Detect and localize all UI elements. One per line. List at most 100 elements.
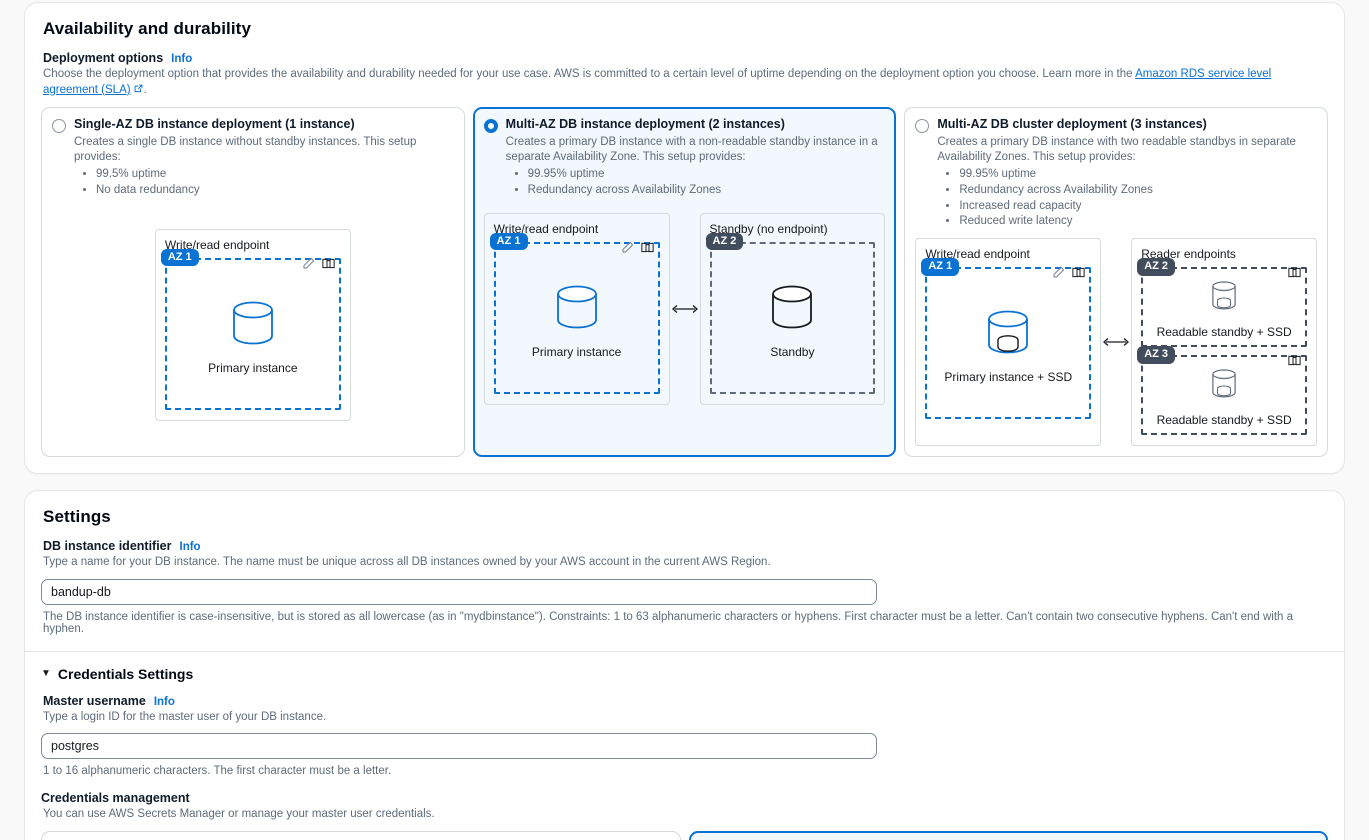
deployment-option-multi-az-cluster[interactable]: Multi-AZ DB cluster deployment (3 instan…	[904, 107, 1329, 458]
master-username-label: Master username	[43, 693, 146, 708]
master-username-info-link[interactable]: Info	[153, 695, 175, 708]
multi-az-cluster-title: Multi-AZ DB cluster deployment (3 instan…	[937, 117, 1207, 132]
settings-block: Settings DB instance identifier Info Typ…	[25, 491, 1344, 651]
multi-az-cluster-description: Creates a primary DB instance with two r…	[937, 136, 1296, 164]
credentials-management-group: Credentials management You can use AWS S…	[41, 791, 1328, 840]
primary-instance-node: Primary instance	[175, 298, 331, 375]
credentials-option-self-managed[interactable]: Self managed Create your own password or…	[688, 830, 1328, 840]
standby-endpoint-panel: Standby (no endpoint) AZ 2 S	[699, 212, 886, 405]
credentials-management-label: Credentials management	[41, 791, 190, 806]
db-identifier-input[interactable]	[41, 578, 877, 605]
deployment-options-label: Deployment options	[43, 51, 164, 65]
list-item: Reduced write latency	[959, 214, 1317, 230]
az2-badge: AZ 2	[705, 232, 744, 251]
endpoint-title: Write/read endpoint	[493, 221, 599, 236]
sla-link[interactable]: Amazon RDS service level agreement (SLA)	[43, 68, 1272, 96]
reader-capability-icons	[1287, 265, 1302, 285]
primary-instance-node: Primary instance	[504, 282, 650, 359]
az1-box: AZ 1	[489, 232, 660, 394]
readable-standby-node: Readable standby + SSD	[1151, 366, 1297, 427]
database-cylinder-icon	[766, 282, 818, 343]
deployment-info-link[interactable]: Info	[171, 53, 193, 65]
single-az-radio[interactable]	[52, 119, 66, 134]
multi-az-cluster-body: Creates a primary DB instance with two r…	[937, 135, 1317, 230]
read-book-icon	[1071, 265, 1086, 285]
standby-instance-node: Standby	[720, 282, 866, 359]
single-az-bullets: 99.5% uptime No data redundancy	[74, 167, 454, 199]
multi-az-cluster-bullets: 99.95% uptime Redundancy across Availabi…	[937, 167, 1317, 230]
db-identifier-description: Type a name for your DB instance. The na…	[43, 556, 771, 569]
readable-standby-label: Readable standby + SSD	[1156, 325, 1292, 340]
deployment-options-description: Choose the deployment option that provid…	[43, 67, 1328, 99]
db-identifier-label: DB instance identifier	[43, 539, 172, 554]
read-book-icon	[640, 240, 655, 260]
external-link-icon	[133, 83, 144, 100]
master-username-constraint: 1 to 16 alphanumeric characters. The fir…	[43, 765, 392, 778]
write-pencil-icon	[301, 256, 316, 276]
master-username-label-row: Master username Info	[43, 694, 1328, 708]
master-username-description: Type a login ID for the master user of y…	[43, 710, 327, 723]
multi-az-cluster-diagram: Write/read endpoint AZ 1	[915, 238, 1318, 447]
az3-badge: AZ 3	[1137, 346, 1176, 365]
credentials-option-secrets-manager[interactable]: Managed in AWS Secrets Manager - most se…	[41, 830, 681, 840]
primary-instance-ssd-node: Primary instance + SSD	[935, 307, 1081, 384]
credentials-settings-block: ▼ Credentials Settings Master username I…	[25, 652, 1344, 840]
write-pencil-icon	[1051, 265, 1066, 285]
az3-reader-box: AZ 3	[1137, 346, 1308, 436]
endpoint-title: Standby (no endpoint)	[709, 221, 828, 236]
endpoint-title: Reader endpoints	[1141, 247, 1236, 262]
settings-panel: Settings DB instance identifier Info Typ…	[24, 490, 1345, 840]
master-username-input[interactable]	[41, 733, 877, 760]
database-cylinder-icon	[227, 298, 279, 359]
write-read-endpoint-panel: Write/read endpoint AZ 1	[483, 212, 670, 405]
primary-instance-ssd-label: Primary instance + SSD	[944, 370, 1073, 385]
multi-az-instance-bullets: 99.95% uptime Redundancy across Availabi…	[506, 167, 886, 199]
credentials-settings-header[interactable]: ▼ Credentials Settings	[41, 666, 1328, 682]
database-ssd-cylinder-icon	[1207, 278, 1241, 323]
credentials-management-options: Managed in AWS Secrets Manager - most se…	[41, 830, 1328, 840]
settings-divider	[25, 650, 1344, 652]
deployment-options-row: Single-AZ DB instance deployment (1 inst…	[41, 107, 1329, 458]
db-identifier-constraint: The DB instance identifier is case-insen…	[43, 610, 1294, 635]
database-cylinder-icon	[551, 282, 603, 343]
read-book-icon	[1287, 353, 1302, 373]
multi-az-instance-diagram: Write/read endpoint AZ 1	[483, 212, 886, 405]
database-ssd-cylinder-icon	[1207, 366, 1241, 411]
az2-badge: AZ 2	[1137, 258, 1176, 277]
availability-durability-panel: Availability and durability Deployment o…	[24, 2, 1345, 475]
deployment-options-label-row: Deployment options Info	[43, 51, 1328, 65]
multi-az-instance-radio[interactable]	[483, 119, 498, 134]
list-item: Redundancy across Availability Zones	[528, 183, 886, 199]
az2-box: AZ 2 Standby	[705, 232, 876, 394]
deployment-desc-text: Choose the deployment option that provid…	[43, 68, 1136, 80]
read-book-icon	[1287, 265, 1302, 285]
endpoint-title: Write/read endpoint	[925, 247, 1030, 262]
deployment-option-single-az[interactable]: Single-AZ DB instance deployment (1 inst…	[41, 107, 465, 458]
chevron-down-icon[interactable]: ▼	[41, 668, 51, 680]
reader-capability-icons	[1287, 353, 1302, 373]
az1-box: AZ 1	[921, 258, 1092, 420]
list-item: No data redundancy	[96, 183, 454, 199]
single-az-diagram: Write/read endpoint AZ 1	[52, 228, 454, 421]
multi-az-instance-header: Multi-AZ DB instance deployment (2 insta…	[483, 117, 886, 134]
endpoint-capability-icons	[301, 256, 336, 276]
settings-title: Settings	[43, 507, 111, 527]
replication-connector	[670, 213, 700, 405]
multi-az-cluster-radio[interactable]	[915, 119, 930, 134]
write-pencil-icon	[620, 240, 635, 260]
endpoint-title: Write/read endpoint	[164, 237, 270, 252]
single-az-header: Single-AZ DB instance deployment (1 inst…	[52, 117, 454, 134]
double-arrow-icon	[1103, 338, 1130, 347]
az1-badge: AZ 1	[489, 232, 528, 251]
database-ssd-cylinder-icon	[982, 307, 1034, 368]
readable-standby-node: Readable standby + SSD	[1151, 278, 1297, 339]
db-identifier-info-link[interactable]: Info	[179, 541, 201, 554]
write-read-endpoint-panel: Write/read endpoint AZ 1	[154, 228, 351, 421]
single-az-description: Creates a single DB instance without sta…	[74, 136, 417, 164]
az1-box: AZ 1	[160, 248, 341, 410]
az1-badge: AZ 1	[921, 258, 960, 277]
db-identifier-label-row: DB instance identifier Info	[43, 539, 1328, 553]
az2-reader-box: AZ 2	[1137, 258, 1308, 348]
deployment-option-multi-az-instance[interactable]: Multi-AZ DB instance deployment (2 insta…	[472, 107, 897, 458]
